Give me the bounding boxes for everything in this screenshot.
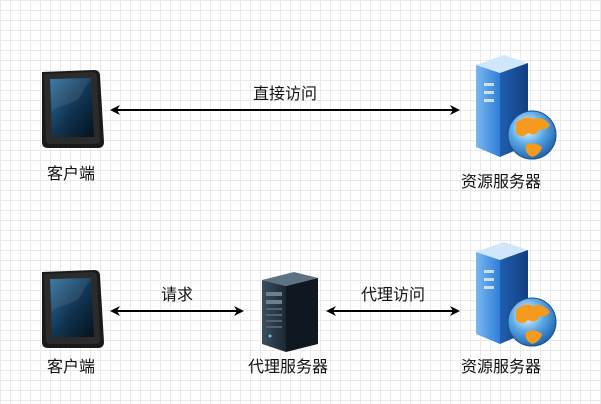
top-client-label: 客户端	[46, 164, 96, 183]
direct-access-label: 直接访问	[252, 84, 318, 103]
server-tower-icon	[262, 272, 318, 352]
top-resource-label: 资源服务器	[460, 172, 542, 191]
web-server-globe-icon	[476, 55, 557, 160]
proxy-server-label: 代理服务器	[247, 357, 329, 376]
bottom-resource-label: 资源服务器	[460, 357, 542, 376]
bottom-client-label: 客户端	[46, 357, 96, 376]
request-label: 请求	[160, 285, 194, 304]
proxy-access-label: 代理访问	[360, 285, 426, 304]
tablet-icon	[42, 270, 104, 348]
tablet-icon	[42, 70, 104, 148]
web-server-globe-icon	[476, 242, 557, 347]
